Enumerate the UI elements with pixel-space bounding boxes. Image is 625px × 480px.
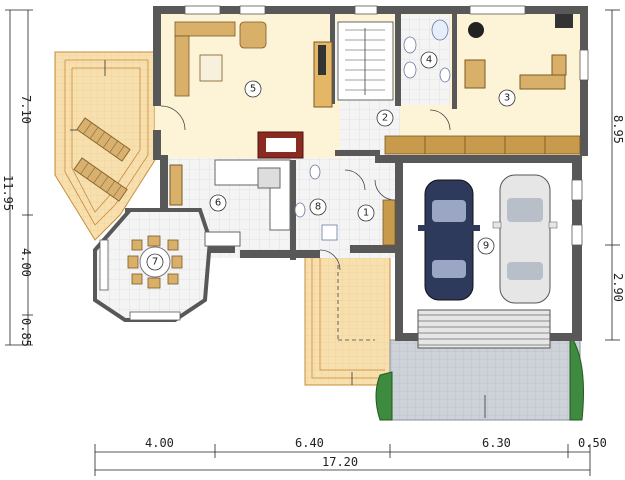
dim-bottom-3: 6.30 [482,436,511,450]
dim-right-b: 2.90 [611,273,625,302]
svg-text:2: 2 [382,113,388,124]
wardrobe [382,135,581,246]
fireplace [257,131,304,159]
svg-text:9: 9 [483,241,489,252]
svg-text:1: 1 [363,208,369,219]
bathroom-fixtures [403,19,451,83]
dimension-lines-left [5,9,33,346]
room-label-6: 6 [209,194,227,212]
tv-unit [313,41,333,108]
sofa-set [174,21,267,97]
room-label-4: 4 [420,51,438,69]
room-labels: 1 2 3 4 5 6 7 8 [146,51,516,271]
window [184,5,589,246]
office-furniture [464,14,573,90]
dim-left-outer: 11.95 [1,175,15,211]
room-label-1: 1 [357,204,375,222]
garage-door [417,309,551,349]
sun-lounger [73,117,131,202]
dim-bottom-4: 0.50 [578,436,607,450]
room-label-8: 8 [309,198,327,216]
dim-bottom-total: 17.20 [322,455,358,469]
staircase [337,21,394,101]
room-label-2: 2 [376,109,394,127]
dim-bottom-2: 6.40 [295,436,324,450]
room-label-3: 3 [498,89,516,107]
kitchen-counter [169,159,291,247]
car-dark [418,179,480,301]
dim-bottom-1: 4.00 [145,436,174,450]
svg-text:5: 5 [250,84,256,95]
dim-right-a: 8.95 [611,115,625,144]
room-label-9: 9 [477,237,495,255]
room-label-5: 5 [244,80,262,98]
dim-left-c: 0.85 [19,318,33,347]
car-silver [492,174,558,304]
wc-fixtures [294,164,338,241]
svg-text:8: 8 [315,202,321,213]
dim-left-a: 7.10 [19,95,33,124]
dimension-lines-right [605,9,620,341]
entry-terrace [304,239,391,386]
door [160,105,451,271]
svg-text:7: 7 [152,257,158,268]
svg-text:3: 3 [504,93,510,104]
svg-text:4: 4 [426,55,432,66]
hedge [375,333,584,421]
svg-text:6: 6 [215,198,221,209]
dimension-lines-bottom [94,444,591,476]
dim-left-b: 4.00 [19,248,33,277]
room-label-7: 7 [146,253,164,271]
